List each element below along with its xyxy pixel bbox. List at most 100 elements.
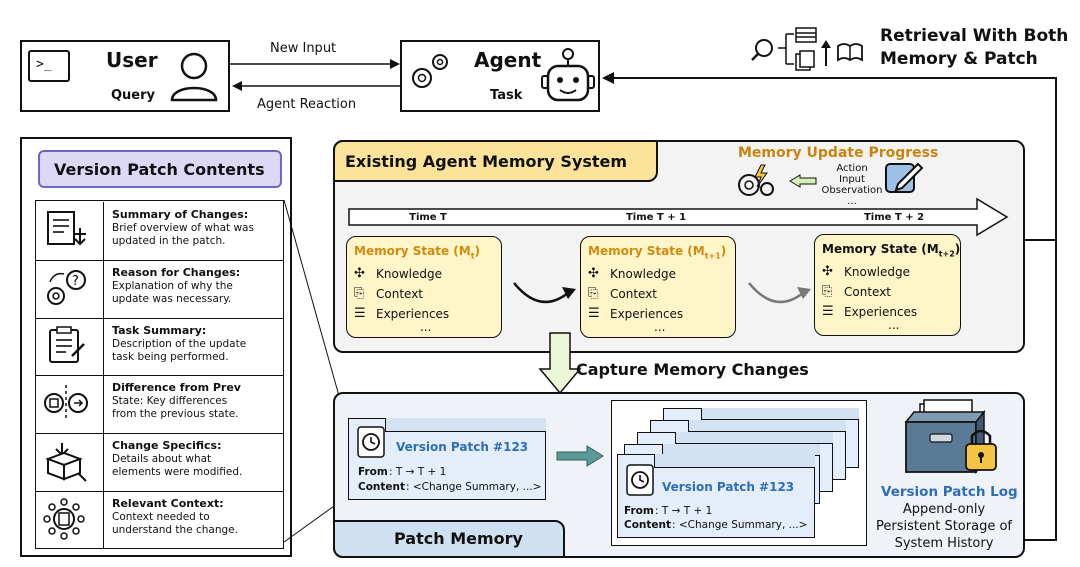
stacked-patch-card-tab bbox=[688, 420, 846, 432]
log-description-line: Persistent Storage of bbox=[876, 519, 1012, 534]
svg-text:?: ? bbox=[72, 274, 79, 289]
memory-state-item: Knowledge bbox=[610, 267, 676, 281]
vpc-item-title: Relevant Context: bbox=[112, 497, 224, 510]
log-description-line: System History bbox=[894, 536, 994, 551]
front-patch-from-label: From bbox=[624, 505, 654, 517]
vpc-row-divider bbox=[35, 433, 284, 435]
context-icon: ⎘ bbox=[354, 286, 365, 301]
vpc-item-title: Reason for Changes: bbox=[112, 265, 241, 279]
vpc-title: Version Patch Contents bbox=[54, 160, 265, 179]
user-title: User bbox=[106, 48, 158, 72]
stacked-patch-card-tab bbox=[701, 408, 859, 420]
vpc-item-desc: from the previous state. bbox=[112, 408, 239, 421]
experiences-icon: ☰ bbox=[354, 306, 366, 321]
vpc-item-title: Difference from Prev bbox=[112, 381, 241, 395]
memory-state-ellipsis: ... bbox=[654, 320, 666, 334]
patch-to-log-arrow bbox=[556, 445, 604, 467]
state-transition-arrow-2 bbox=[748, 282, 811, 304]
memory-state-ellipsis: ... bbox=[888, 318, 900, 332]
memory-state-title: Memory State (Mt+2) bbox=[822, 242, 960, 258]
experiences-icon: ☰ bbox=[588, 306, 600, 321]
vpc-row-divider bbox=[35, 491, 284, 492]
vpc-item-title: Task Summary: bbox=[112, 323, 207, 337]
package-change-icon bbox=[44, 441, 88, 483]
agent-subtitle: Task bbox=[490, 88, 523, 103]
knowledge-icon: ✣ bbox=[822, 264, 833, 279]
front-patch-from-value: : T → T + 1 bbox=[655, 505, 713, 517]
context-icon: ⎘ bbox=[588, 286, 599, 301]
single-patch-content-label: Content bbox=[358, 481, 406, 493]
single-patch-from-label: From bbox=[358, 466, 388, 478]
progress-item: Observation bbox=[821, 185, 883, 196]
feedback-loop-arrow bbox=[602, 72, 1057, 541]
robot-icon bbox=[541, 48, 595, 102]
retrieval-title-line1: Retrieval With Both bbox=[880, 26, 1069, 46]
vpc-item-desc: Explanation of why the bbox=[112, 279, 233, 292]
vpc-row-divider bbox=[35, 259, 284, 261]
vpc-item-title: Change Specifics: bbox=[112, 439, 222, 453]
time-label: Time T bbox=[409, 212, 447, 223]
log-title: Version Patch Log bbox=[881, 484, 1018, 500]
vpc-item-desc: updated in the patch. bbox=[112, 235, 226, 247]
vpc-item-desc: Details about what bbox=[112, 453, 212, 466]
vpc-icon-divider bbox=[103, 202, 104, 260]
capture-down-arrow bbox=[538, 332, 582, 395]
pen-icon bbox=[885, 162, 924, 193]
user-subtitle: Query bbox=[111, 88, 156, 103]
front-patch-content-label: Content bbox=[624, 519, 672, 531]
memory-state-title: Memory State (Mt) bbox=[354, 244, 480, 260]
archive-box-lock-icon bbox=[904, 399, 997, 475]
document-download-icon bbox=[44, 210, 88, 252]
single-patch-card-tab bbox=[385, 418, 546, 432]
front-patch-title: Version Patch #123 bbox=[662, 480, 795, 494]
memory-state-box bbox=[346, 236, 502, 338]
retrieval-icon bbox=[751, 27, 863, 71]
vpc-icon-divider bbox=[103, 433, 104, 491]
terminal-prompt: >_ bbox=[36, 57, 52, 72]
memory-state-subscript: t+1 bbox=[704, 251, 721, 261]
memory-state-item: Knowledge bbox=[376, 267, 442, 281]
log-description-line: Append-only bbox=[902, 502, 986, 517]
time-label: Time T + 2 bbox=[863, 212, 925, 223]
single-patch-title: Version Patch #123 bbox=[396, 440, 529, 454]
vpc-icon-divider bbox=[103, 375, 104, 434]
vpc-icon-divider bbox=[103, 491, 104, 549]
memory-state-item: Knowledge bbox=[844, 265, 910, 279]
memory-system-title: Existing Agent Memory System bbox=[345, 152, 628, 171]
progress-left-arrow bbox=[789, 174, 817, 188]
memory-state-item: Context bbox=[376, 287, 424, 301]
memory-state-item: Experiences bbox=[844, 305, 918, 319]
clipboard-checklist-icon bbox=[44, 325, 88, 368]
vpc-item-title: Summary of Changes: bbox=[112, 208, 249, 221]
new-input-label: New Input bbox=[270, 41, 337, 56]
memory-state-label: Memory State (M bbox=[588, 244, 705, 258]
retrieval-title-line2: Memory & Patch bbox=[880, 49, 1038, 69]
memory-state-item: Context bbox=[610, 287, 658, 301]
vpc-item-desc: Brief overview of what was bbox=[112, 222, 254, 234]
clock-doc-icon bbox=[357, 426, 385, 458]
patch-memory-title-tab bbox=[333, 520, 565, 558]
single-patch-from-value: : T → T + 1 bbox=[389, 466, 447, 478]
experiences-icon: ☰ bbox=[822, 304, 834, 319]
agent-title: Agent bbox=[474, 48, 542, 72]
vpc-icon-divider bbox=[103, 259, 104, 318]
progress-item: Input bbox=[839, 174, 865, 185]
memory-state-close: ) bbox=[720, 244, 727, 258]
vpc-item-desc: task being performed. bbox=[112, 350, 229, 363]
memory-state-close: ) bbox=[474, 244, 481, 258]
knowledge-icon: ✣ bbox=[354, 266, 365, 281]
memory-state-item: Experiences bbox=[610, 307, 684, 321]
user-query-box bbox=[20, 40, 230, 112]
progress-item: Action bbox=[836, 163, 868, 174]
gears-icon bbox=[412, 54, 448, 88]
vpc-item-desc: update was necessary. bbox=[112, 292, 232, 305]
front-patch-card-tab bbox=[654, 454, 815, 468]
vpc-item-desc: Context needed to bbox=[112, 511, 210, 523]
stacked-patch-card-tab bbox=[675, 432, 833, 444]
memory-state-box bbox=[814, 234, 961, 336]
memory-state-item: Context bbox=[844, 285, 892, 299]
context-network-icon bbox=[43, 498, 88, 541]
memory-state-subscript: t+2 bbox=[938, 249, 955, 259]
front-patch-content-value: : <Change Summary, ...> bbox=[672, 519, 808, 531]
vpc-row-divider bbox=[35, 375, 284, 377]
